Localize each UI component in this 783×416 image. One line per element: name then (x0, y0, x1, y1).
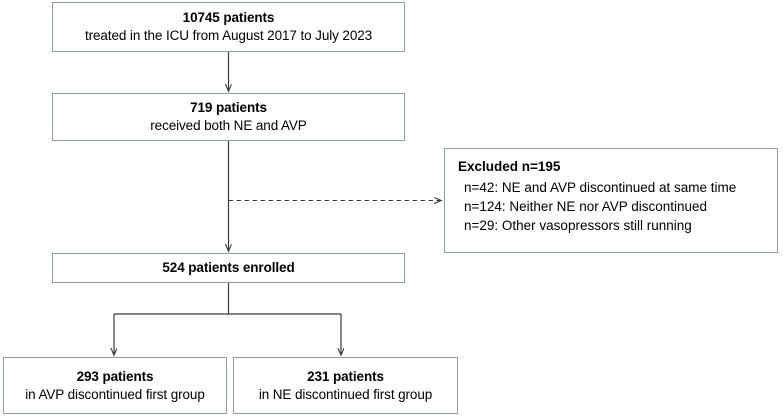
screened-detail: treated in the ICU from August 2017 to J… (84, 28, 373, 43)
excluded-title: Excluded n=195 (458, 159, 561, 174)
node-enrolled: 524 patients enrolled (52, 253, 405, 283)
enrolled-count: 524 patients enrolled (162, 260, 295, 276)
excluded-reason: n=42: NE and AVP discontinued at same ti… (464, 179, 737, 195)
node-avp-first-group: 293 patients in AVP discontinued first g… (3, 357, 227, 414)
avp-group-detail: in AVP discontinued first group (25, 386, 205, 402)
node-screened-patients: 10745 patients treated in the ICU from A… (52, 2, 405, 52)
received-detail: received both NE and AVP (150, 118, 307, 133)
excluded-reason: n=29: Other vasopressors still running (464, 217, 692, 233)
ne-group-detail: in NE discontinued first group (258, 386, 433, 402)
avp-group-count: 293 patients (76, 368, 154, 384)
ne-group-count: 231 patients (307, 368, 384, 384)
node-excluded: Excluded n=195 n=42: NE and AVP disconti… (444, 148, 778, 253)
received-count: 719 patients (190, 100, 267, 116)
excluded-reason: n=124: Neither NE nor AVP discontinued (464, 198, 708, 214)
node-ne-first-group: 231 patients in NE discontinued first gr… (233, 357, 458, 414)
screened-count: 10745 patients (182, 10, 275, 26)
node-received-both: 719 patients received both NE and AVP (52, 93, 405, 141)
